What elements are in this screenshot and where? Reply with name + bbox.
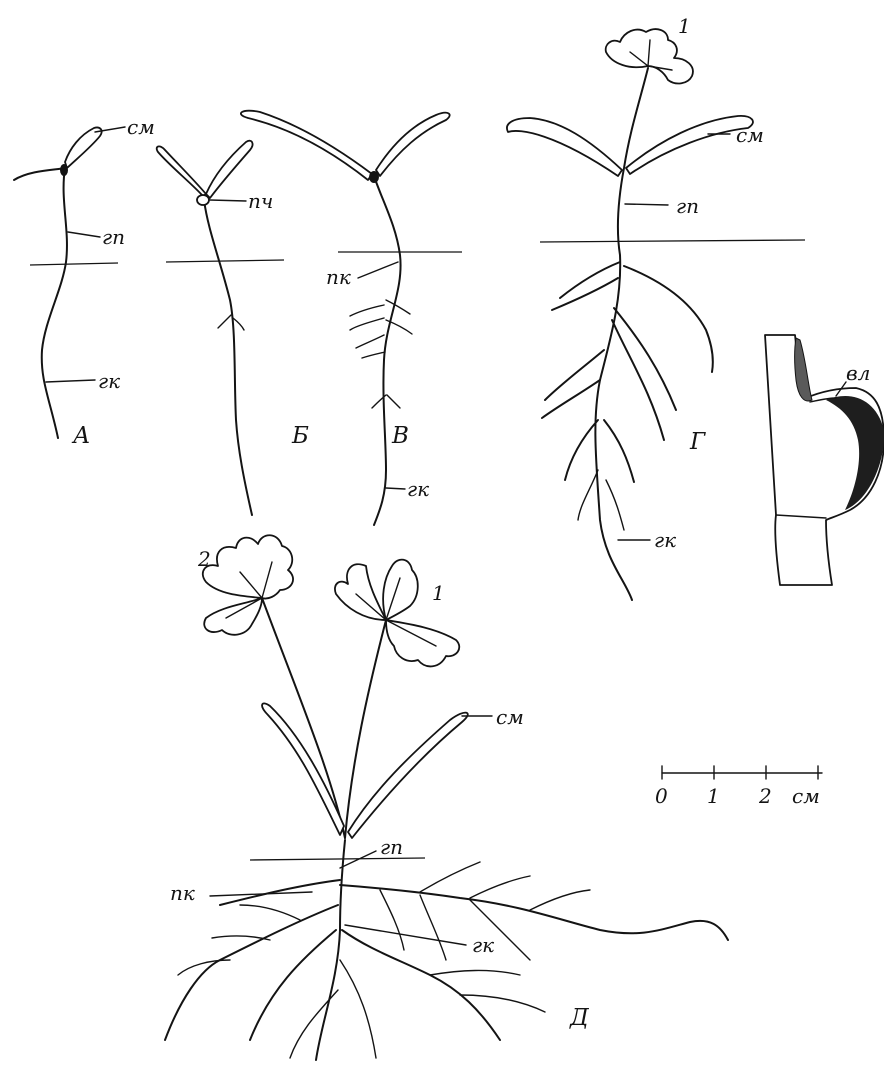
- side-root-v3: [356, 335, 384, 348]
- side-root-v8: [387, 395, 400, 408]
- scale-label-1: 1: [707, 784, 720, 808]
- leader-gp-a: [68, 232, 100, 237]
- caption-g: Г: [689, 429, 706, 455]
- seedling-v: пк гк В: [241, 111, 462, 525]
- leaf-1-lobe-left-d: [335, 564, 386, 620]
- root-g11: [606, 480, 624, 530]
- cotyledon-right-v: [376, 113, 450, 176]
- root-g7: [542, 380, 600, 418]
- label-leaf-1-g: 1: [678, 14, 691, 38]
- leaf-2-d: [203, 535, 293, 598]
- side-root-v4: [386, 300, 410, 314]
- cotyledon-right-a: [65, 127, 102, 168]
- side-root-v2: [350, 318, 384, 330]
- side-root-v6: [362, 352, 385, 358]
- label-main-root-d: гк: [472, 933, 494, 957]
- label-lateral-roots-d: пк: [170, 881, 195, 905]
- root-d-c4: [340, 960, 376, 1058]
- label-hypocotyl-g: гп: [676, 194, 699, 218]
- scale-label-2: 2: [758, 784, 772, 808]
- leaf-1-lobe-right-d: [386, 620, 459, 666]
- soil-line-g: [540, 240, 805, 242]
- leader-gk-v: [386, 488, 405, 489]
- root-d-l3: [240, 905, 300, 920]
- leader-pk-v: [358, 262, 398, 278]
- label-main-root-a: гк: [98, 369, 120, 393]
- side-root-v1: [350, 305, 384, 316]
- axis-b: [204, 200, 252, 515]
- label-hypocotyl-d: гп: [380, 835, 403, 859]
- soil-line-a: [30, 263, 118, 265]
- label-main-root-v: гк: [407, 477, 429, 501]
- root-g2: [552, 278, 618, 310]
- axis-v: [374, 176, 401, 525]
- scale-bar: 0 1 2 см: [655, 766, 822, 808]
- root-g4: [614, 308, 676, 410]
- root-d-r5: [420, 895, 446, 960]
- scale-label-0: 0: [655, 784, 668, 808]
- root-d-c5: [290, 990, 338, 1058]
- side-root-b2: [233, 318, 244, 330]
- label-main-root-g: гк: [654, 528, 676, 552]
- cotyledon-left-v: [241, 111, 372, 180]
- bud-b: [197, 195, 209, 205]
- soil-line-b: [166, 260, 284, 262]
- label-cotyledon-a: см: [127, 115, 155, 139]
- root-d-r3: [530, 890, 590, 910]
- root-g6: [545, 350, 604, 400]
- leader-gp-g: [625, 204, 668, 205]
- axis-a: [42, 168, 67, 438]
- root-g10: [578, 470, 598, 520]
- label-cotyledon-d: см: [496, 705, 524, 729]
- root-g9: [604, 420, 634, 482]
- root-d-left-main: [220, 880, 340, 905]
- label-leaf-1-d: 1: [432, 581, 445, 605]
- axis-d: [316, 840, 345, 1060]
- root-g8: [565, 420, 598, 480]
- cotyledon-left-b: [157, 146, 206, 196]
- root-d-c3: [460, 995, 545, 1012]
- root-d-r2: [470, 876, 530, 898]
- seedling-b: пч Б: [157, 141, 309, 515]
- root-d-r6: [380, 890, 404, 950]
- caption-v: В: [391, 423, 409, 449]
- root-d-c2: [430, 970, 520, 975]
- caption-a: А: [71, 423, 90, 449]
- label-lateral-roots-v: пк: [326, 265, 351, 289]
- caption-d: Д: [569, 1005, 590, 1031]
- side-root-b1: [218, 315, 231, 328]
- bud-v: [369, 171, 379, 183]
- label-leaf-2-d: 2: [197, 547, 211, 571]
- leader-gk-d: [345, 925, 466, 945]
- label-dormant-bud: вл: [846, 361, 870, 385]
- bud-a: [60, 164, 68, 176]
- seedling-d: гп пк гк см 2 1 Д: [165, 535, 728, 1060]
- label-hypocotyl-a: гп: [102, 225, 125, 249]
- cotyledon-right-g: [626, 116, 753, 174]
- root-d-r1: [420, 862, 480, 892]
- seedling-a: см гп гк А: [14, 115, 155, 449]
- leader-gk-a: [46, 380, 95, 382]
- cotyledon-left-g: [507, 118, 622, 176]
- bud-detail: вл: [765, 335, 884, 585]
- label-cotyledon-g: см: [736, 123, 764, 147]
- caption-b: Б: [291, 423, 309, 449]
- root-g3: [624, 266, 713, 372]
- cotyledon-left-a: [14, 168, 65, 180]
- scale-unit: см: [792, 784, 820, 808]
- label-bud-b: пч: [248, 189, 273, 213]
- seedling-g: см гп гк 1 Г: [507, 14, 805, 600]
- cotyledon-left-d: [262, 703, 344, 835]
- cotyledon-right-d: [348, 713, 468, 838]
- cotyledon-right-b: [206, 141, 253, 198]
- leader-pch-b: [210, 200, 246, 201]
